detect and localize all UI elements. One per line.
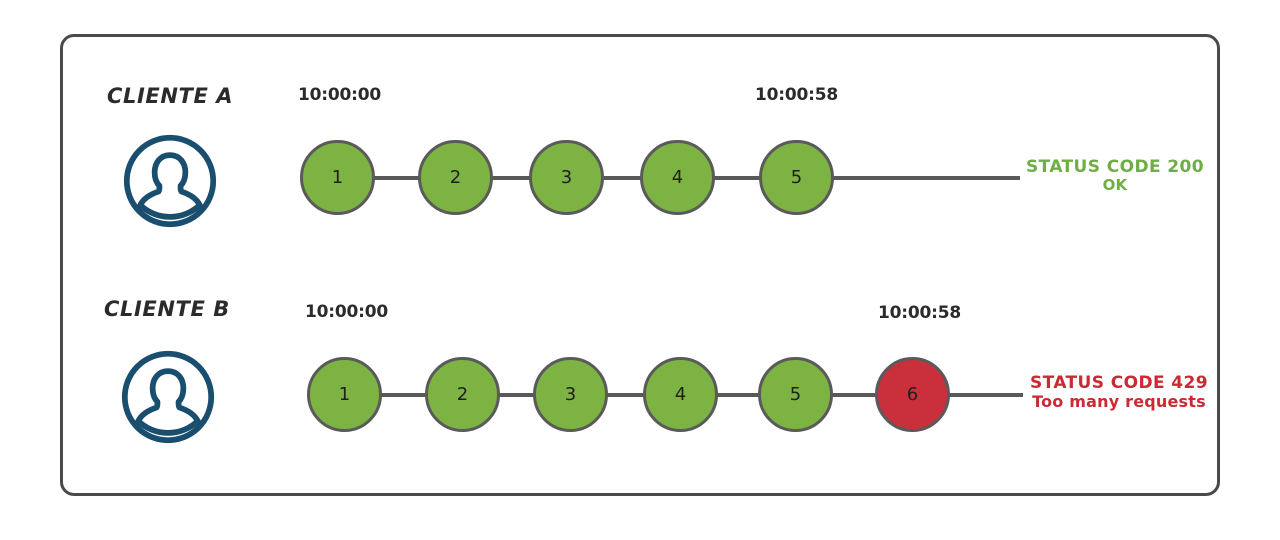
client-a-request-node-1[interactable]: 1 [300,140,375,215]
client-b-request-node-3[interactable]: 3 [533,357,608,432]
client-a-time-start: 10:00:00 [298,85,381,105]
client-a-status-code: STATUS CODE 200 [1026,157,1204,177]
client-b-avatar-icon [120,349,216,445]
client-a-request-node-2[interactable]: 2 [418,140,493,215]
client-b-request-node-5[interactable]: 5 [758,357,833,432]
client-b-request-chain: 1 2 3 4 5 6 [303,352,1033,442]
client-b-status-text: Too many requests [1032,392,1206,412]
client-a-avatar-icon [122,133,218,229]
client-a-request-node-4[interactable]: 4 [640,140,715,215]
client-a-request-node-3[interactable]: 3 [529,140,604,215]
client-b-request-node-2[interactable]: 2 [425,357,500,432]
client-b-request-node-1[interactable]: 1 [307,357,382,432]
client-a-status-annotation: STATUS CODE 200 OK [1026,157,1204,195]
client-b-status-annotation: STATUS CODE 429 Too many requests [1030,373,1208,412]
client-a-label: CLIENTE A [107,84,234,108]
diagram-frame [60,34,1220,496]
client-a-status-text: OK [1102,176,1128,195]
client-b-status-code: STATUS CODE 429 [1030,373,1208,393]
client-a-request-chain: 1 2 3 4 5 [296,135,1026,225]
client-a-request-node-5[interactable]: 5 [759,140,834,215]
client-b-request-node-4[interactable]: 4 [643,357,718,432]
client-a-time-end: 10:00:58 [755,85,838,105]
client-b-label: CLIENTE B [104,297,230,321]
client-b-request-node-6[interactable]: 6 [875,357,950,432]
client-b-time-end: 10:00:58 [878,303,961,323]
client-b-time-start: 10:00:00 [305,302,388,322]
